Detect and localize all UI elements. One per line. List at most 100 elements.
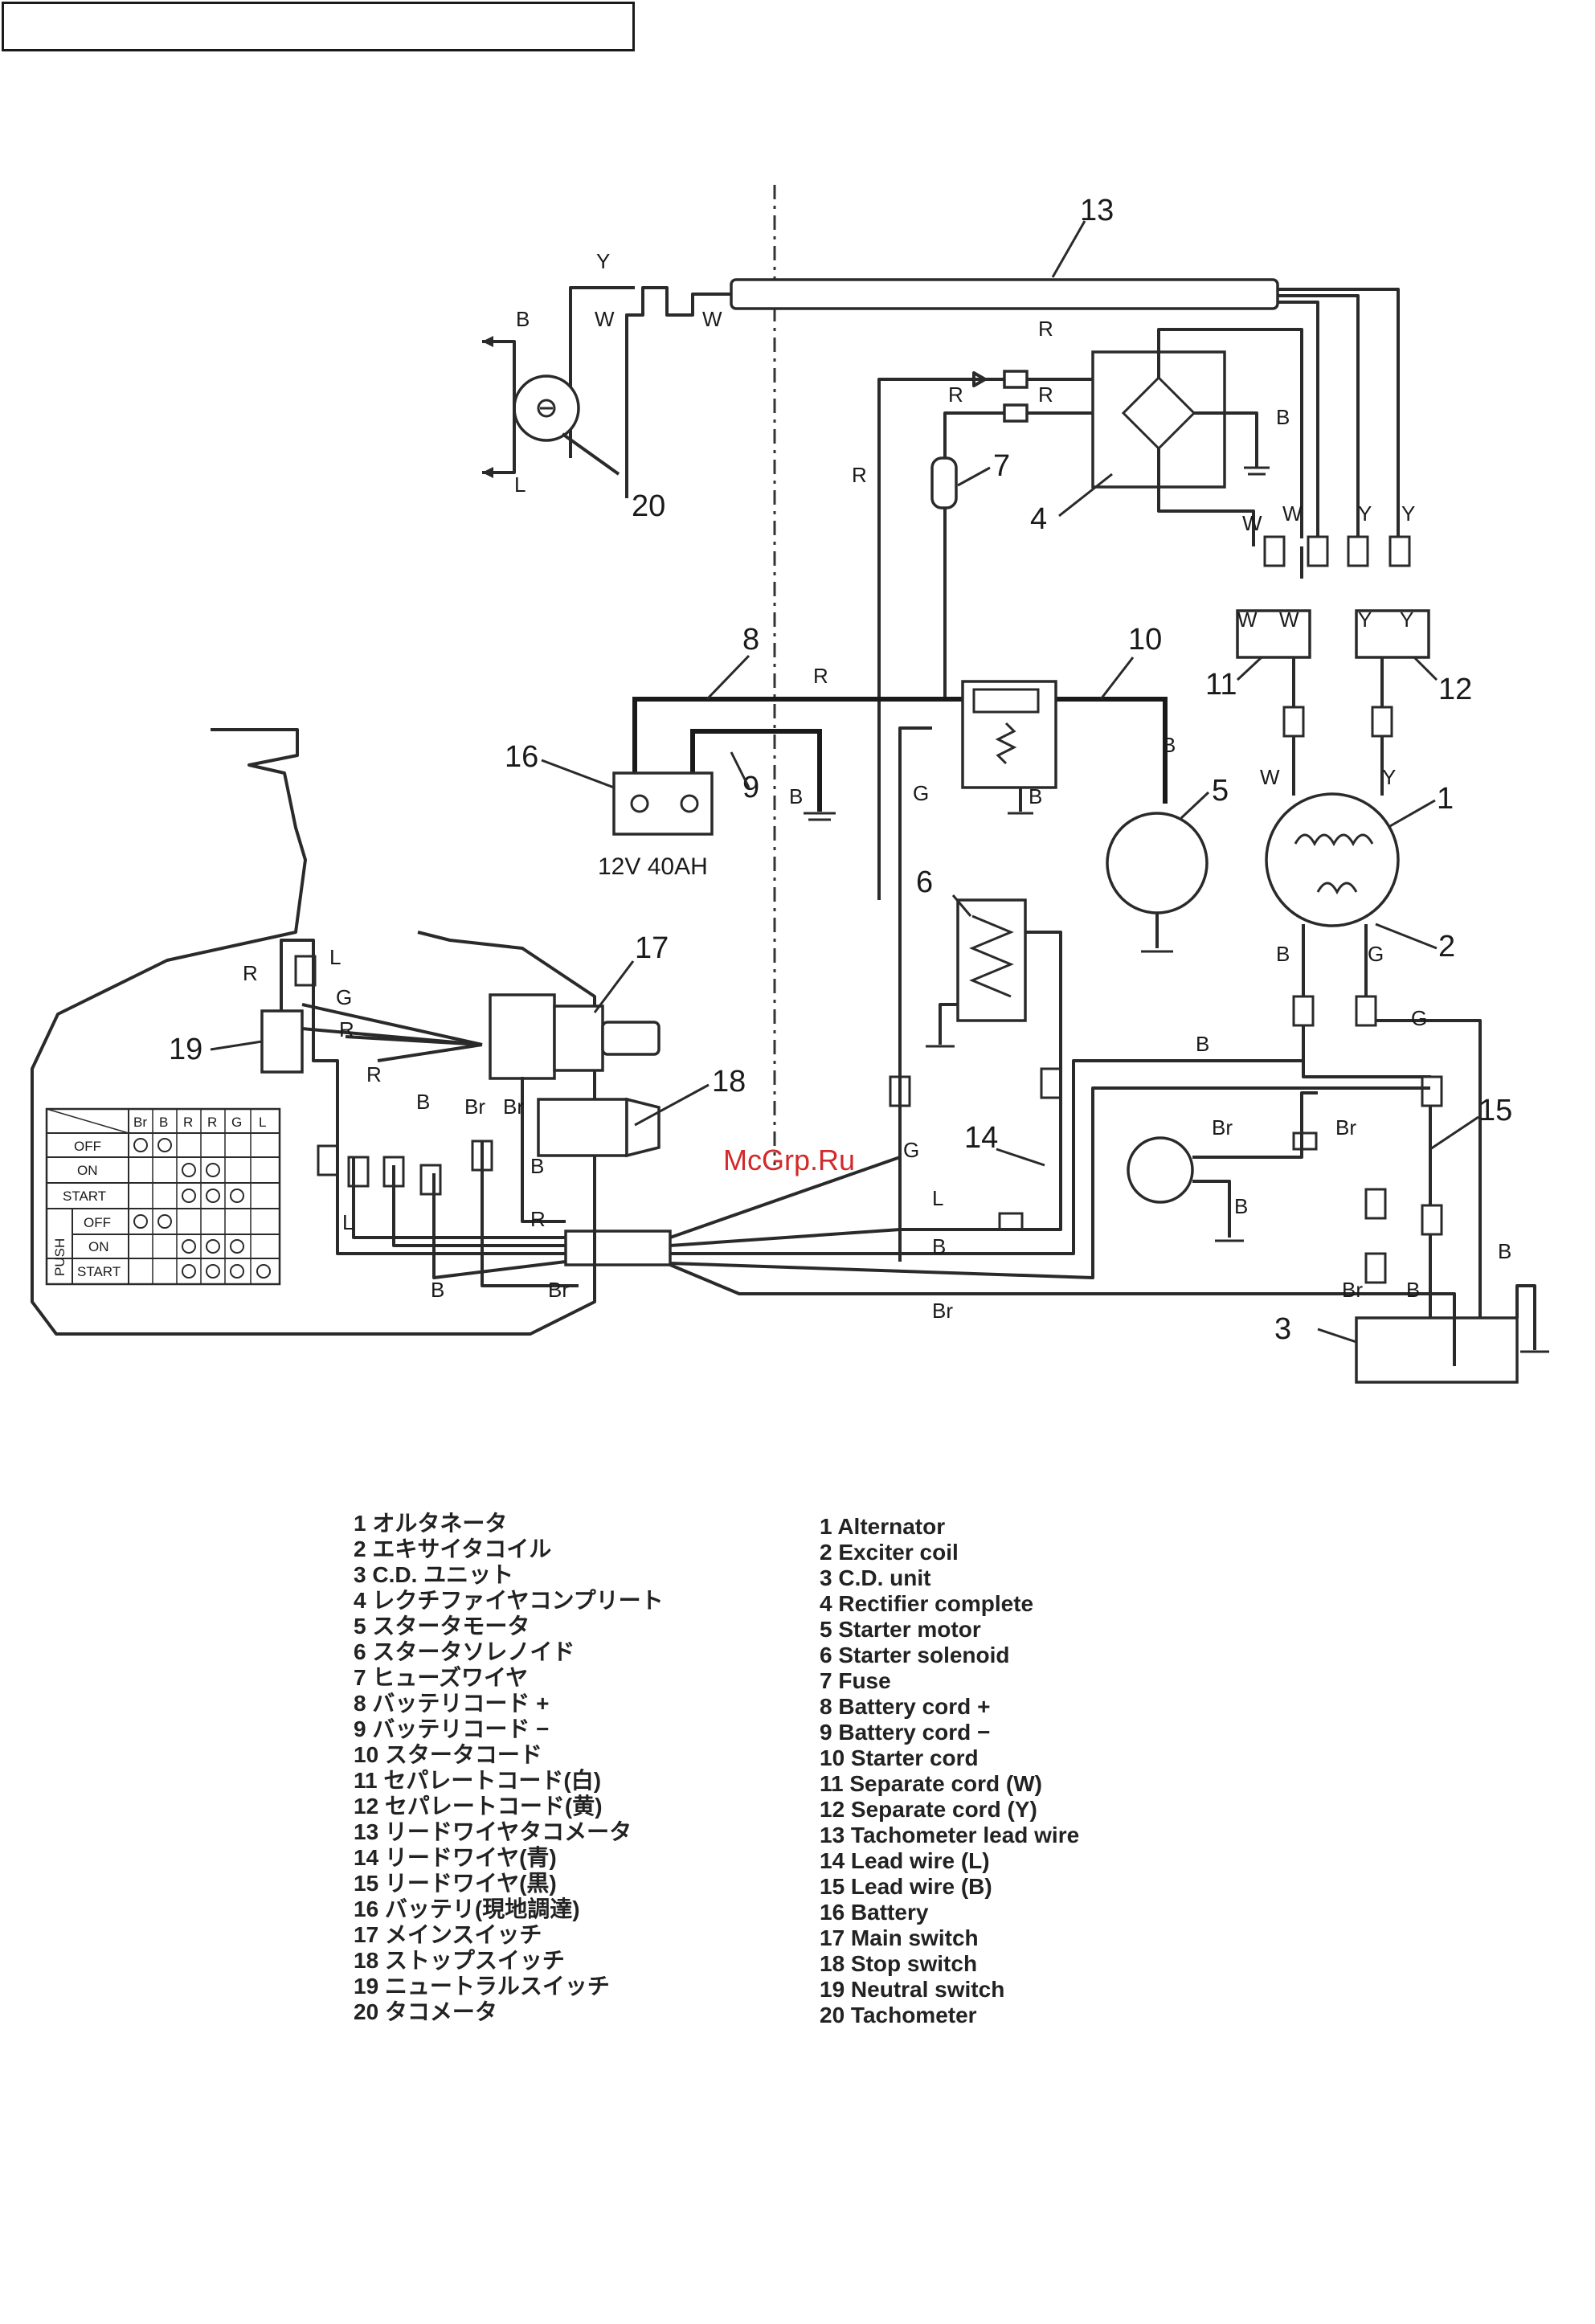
legend-item: 16 バッテリ(現地調達) (354, 1896, 580, 1921)
battery (612, 771, 714, 836)
svg-text:R: R (1038, 317, 1053, 341)
svg-text:B: B (416, 1090, 430, 1114)
legend-item: 1 オルタネータ (354, 1511, 508, 1536)
svg-text:19: 19 (169, 1033, 202, 1066)
legend-item: 20 タコメータ (354, 1999, 497, 2024)
svg-text:G: G (913, 781, 929, 805)
svg-text:L: L (329, 945, 341, 969)
legend-item: 1 Alternator (820, 1514, 946, 1539)
table-row-start: START (63, 1189, 106, 1204)
legend-item: 12 Separate cord (Y) (820, 1797, 1037, 1822)
table-row-push-start: START (77, 1264, 121, 1279)
svg-text:L: L (932, 1186, 943, 1210)
switch-table: Br B R R G L OFF ON START OFF ON START P… (45, 1107, 281, 1286)
svg-text:Br: Br (932, 1299, 953, 1323)
legend-item: 8 Battery cord + (820, 1694, 991, 1719)
svg-text:B: B (1029, 784, 1042, 808)
svg-text:W: W (1237, 608, 1258, 632)
svg-text:Y: Y (1358, 501, 1372, 526)
svg-text:20: 20 (632, 489, 665, 523)
legend-item: 6 Starter solenoid (820, 1643, 1010, 1667)
svg-text:Br: Br (1342, 1278, 1363, 1302)
tachometer-lead-wire (730, 278, 1279, 310)
svg-text:B: B (431, 1278, 444, 1302)
svg-text:G: G (1411, 1006, 1427, 1030)
legend-item: 6 スタータソレノイド (354, 1639, 575, 1664)
legend-item: 18 Stop switch (820, 1951, 978, 1976)
svg-text:11: 11 (1205, 668, 1237, 702)
table-col-l: L (259, 1115, 266, 1130)
legend-item: 14 リードワイヤ(青) (354, 1845, 557, 1870)
svg-text:Br: Br (1335, 1115, 1356, 1139)
main-switch (489, 993, 556, 1080)
legend-item: 7 Fuse (820, 1668, 891, 1693)
svg-text:B: B (1406, 1278, 1420, 1302)
svg-text:10: 10 (1128, 623, 1162, 657)
svg-text:R: R (366, 1062, 382, 1086)
legend-item: 10 スタータコード (354, 1742, 542, 1767)
svg-text:W: W (1260, 765, 1280, 789)
legend-item: 15 Lead wire (B) (820, 1874, 992, 1899)
svg-text:R: R (243, 961, 258, 985)
legend-item: 8 バッテリコード + (354, 1691, 550, 1716)
svg-text:Y: Y (1400, 608, 1413, 632)
svg-text:L: L (342, 1210, 354, 1234)
exciter-coil (1316, 882, 1358, 895)
harness-connector (564, 1230, 672, 1266)
engine-outline (31, 728, 596, 1336)
svg-text:Br: Br (548, 1278, 569, 1302)
svg-text:17: 17 (635, 931, 669, 965)
table-row-on: ON (77, 1163, 98, 1178)
legend-item: 17 メインスイッチ (354, 1922, 542, 1947)
svg-text:Br: Br (503, 1094, 524, 1119)
legend-item: 5 スタータモータ (354, 1614, 530, 1639)
svg-text:16: 16 (505, 740, 538, 774)
legend-item: 18 ストップスイッチ (354, 1948, 565, 1973)
svg-text:W: W (1282, 501, 1303, 526)
legend-item: 2 Exciter coil (820, 1540, 959, 1565)
svg-text:2: 2 (1438, 930, 1455, 964)
callout-leaders (210, 220, 1438, 1344)
table-col-b: B (159, 1115, 168, 1130)
legend-item: 11 セパレートコード(白) (354, 1768, 602, 1793)
svg-text:Y: Y (596, 249, 610, 273)
svg-text:R: R (813, 664, 828, 688)
separate-cord-w (1236, 609, 1311, 659)
svg-text:G: G (336, 985, 352, 1009)
svg-text:R: R (530, 1207, 546, 1231)
legend-item: 20 Tachometer (820, 2003, 977, 2027)
legend-item: 16 Battery (820, 1900, 929, 1925)
legend-item: 19 Neutral switch (820, 1977, 1005, 2002)
legend-item: 4 レクチファイヤコンプリート (354, 1588, 664, 1613)
svg-text:B: B (1498, 1239, 1511, 1263)
fuse (930, 456, 958, 509)
svg-text:Br: Br (1212, 1115, 1233, 1139)
legend-item: 13 Tachometer lead wire (820, 1823, 1080, 1847)
legend-item: 5 Starter motor (820, 1617, 981, 1642)
svg-text:R: R (339, 1017, 354, 1041)
svg-text:B: B (1162, 733, 1176, 757)
watermark: McGrp.Ru (723, 1144, 855, 1176)
table-push-label: PUSH (52, 1238, 67, 1276)
svg-text:8: 8 (742, 623, 759, 657)
svg-text:W: W (1279, 608, 1299, 632)
svg-text:4: 4 (1030, 502, 1047, 536)
table-row-push-off: OFF (84, 1215, 111, 1230)
separate-cord-y (1355, 609, 1430, 659)
svg-text:R: R (1038, 383, 1053, 407)
legend-item: 15 リードワイヤ(黒) (354, 1871, 557, 1896)
legend-item: 10 Starter cord (820, 1745, 979, 1770)
legend-item: 14 Lead wire (L) (820, 1848, 990, 1873)
connectors (294, 535, 1443, 1284)
table-row-push-on: ON (88, 1239, 109, 1254)
svg-text:15: 15 (1478, 1094, 1512, 1127)
svg-text:G: G (903, 1138, 919, 1162)
cd-unit (1355, 1316, 1519, 1384)
legend-item: 19 ニュートラルスイッチ (354, 1974, 610, 1999)
svg-text:1: 1 (1437, 782, 1454, 816)
neutral-switch (260, 1009, 304, 1074)
svg-text:5: 5 (1212, 774, 1229, 808)
wire-labels: Y W W B L R R R R B W W Y Y W W Y Y W Y … (243, 249, 1511, 1323)
